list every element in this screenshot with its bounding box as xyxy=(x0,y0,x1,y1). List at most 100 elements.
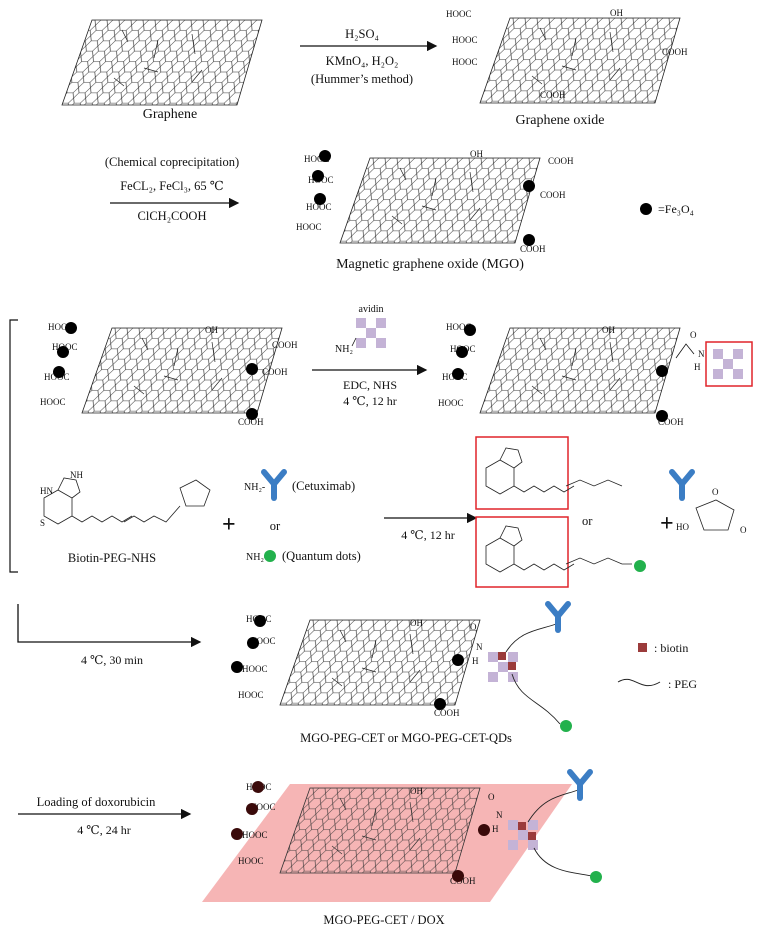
fe3o4-particle xyxy=(65,322,77,334)
fe3o4-particle xyxy=(452,654,464,666)
fe3o4-particle xyxy=(252,781,264,793)
mgo-sheet: HOOC HOOC HOOC HOOC OH COOH COOH COOH xyxy=(296,149,574,254)
fe3o4-particle xyxy=(246,408,258,420)
fe3o4-particle xyxy=(434,698,446,710)
nhs-byproduct: O O HO xyxy=(676,487,747,535)
step1-reagent-1: H₂SO₄ xyxy=(345,27,379,41)
fe3o4-legend-dot xyxy=(640,203,652,215)
mgo-avidin-sheet: HOOC HOOC HOOC HOOC OH COOH O N H xyxy=(438,322,753,427)
svg-text:HN: HN xyxy=(40,486,53,496)
qd-nh2: NH₂- xyxy=(246,552,267,563)
fe3o4-particle xyxy=(523,180,535,192)
step4-conditions: 4 ℃, 12 hr xyxy=(401,528,454,542)
mgo-label: Magnetic graphene oxide (MGO) xyxy=(336,257,524,272)
svg-text:HOOC: HOOC xyxy=(296,222,322,232)
biotin-legend-label: : biotin xyxy=(654,641,688,655)
svg-text:HOOC: HOOC xyxy=(306,202,332,212)
svg-text:COOH: COOH xyxy=(540,90,566,100)
graphene-label: Graphene xyxy=(143,107,197,122)
fe3o4-particle xyxy=(312,170,324,182)
conjugated-quantum-dot xyxy=(634,560,646,572)
or-label-2: or xyxy=(582,514,593,528)
fe3o4-particle xyxy=(231,828,243,840)
svg-text:HOOC: HOOC xyxy=(446,322,472,332)
fe3o4-particle xyxy=(247,637,259,649)
step5-conditions: 4 ℃, 30 min xyxy=(81,653,143,667)
step1-reagent-3: (Hummer’s method) xyxy=(311,72,413,86)
step1-reagent-2: KMnO₄, H₂O₂ xyxy=(326,54,399,68)
svg-text:OH: OH xyxy=(602,325,615,335)
mgo-peg-cet-dox-label: MGO-PEG-CET / DOX xyxy=(323,913,444,927)
svg-text:N: N xyxy=(698,349,705,359)
mgo-peg-cet-label: MGO-PEG-CET or MGO-PEG-CET-QDs xyxy=(300,731,512,745)
avidin-highlight-box xyxy=(705,341,753,387)
graphene-oxide-sheet: HOOC OH COOH HOOC HOOC COOH xyxy=(446,8,688,104)
cetuximab-nh2: NH₂- xyxy=(244,482,265,493)
mgo-sheet-left: HOOC HOOC HOOC HOOC OH COOH COOH COOH xyxy=(40,322,298,427)
fe3o4-particle xyxy=(246,363,258,375)
mgo-peg-cet-sheet: HOOC HOOC HOOC HOOC OH COOH O N H xyxy=(231,604,572,732)
plus-sign-2: + xyxy=(660,511,674,537)
fe3o4-particle xyxy=(57,346,69,358)
svg-text:NH: NH xyxy=(70,470,83,480)
svg-text:COOH: COOH xyxy=(658,417,684,427)
avidin-reagent xyxy=(356,318,386,348)
conjugated-cetuximab xyxy=(672,472,692,498)
fe3o4-particle xyxy=(231,661,243,673)
step6-conditions: 4 ℃, 24 hr xyxy=(77,823,130,837)
fe3o4-legend-label: =Fe₃O₄ xyxy=(658,202,694,216)
graphene-sheet xyxy=(61,19,263,106)
fe3o4-particle xyxy=(464,324,476,336)
step3-reagent-2: 4 ℃, 12 hr xyxy=(343,394,396,408)
biotin-peg-qd xyxy=(485,525,575,573)
svg-text:O: O xyxy=(488,792,495,802)
svg-text:HOOC: HOOC xyxy=(446,9,472,19)
step6-reagent: Loading of doxorubicin xyxy=(37,795,156,809)
svg-text:COOH: COOH xyxy=(548,156,574,166)
svg-text:OH: OH xyxy=(410,786,423,796)
svg-text:HOOC: HOOC xyxy=(250,802,276,812)
fe3o4-particle xyxy=(656,410,668,422)
svg-text:HOOC: HOOC xyxy=(452,57,478,67)
mgo-peg-cet-dox-sheet: HOOC HOOC HOOC HOOC OH COOH O N H xyxy=(231,772,602,886)
step5-arrow xyxy=(17,604,202,648)
svg-text:HOOC: HOOC xyxy=(40,397,66,407)
biotin-box-bottom xyxy=(475,516,569,588)
svg-text:HOOC: HOOC xyxy=(242,830,268,840)
reaction-bracket xyxy=(9,319,18,573)
svg-text:H: H xyxy=(472,656,479,666)
biotin-peg-nhs-label: Biotin-PEG-NHS xyxy=(68,551,156,565)
biotin-legend-square xyxy=(638,643,647,652)
step2-reagent-1: FeCL₂, FeCl₃, 65 ℃ xyxy=(120,179,224,193)
peg-legend-label: : PEG xyxy=(668,677,697,691)
or-label-1: or xyxy=(270,519,281,533)
svg-text:HO: HO xyxy=(676,522,689,532)
graphene-oxide-label: Graphene oxide xyxy=(515,113,604,128)
svg-text:N: N xyxy=(496,810,503,820)
svg-text:HOOC: HOOC xyxy=(452,35,478,45)
fe3o4-particle xyxy=(656,365,668,377)
svg-text:OH: OH xyxy=(610,8,623,18)
fe3o4-particle xyxy=(452,870,464,882)
svg-text:COOH: COOH xyxy=(662,47,688,57)
svg-text:HOOC: HOOC xyxy=(438,398,464,408)
fe3o4-particle xyxy=(319,150,331,162)
step2-reagent-2: ClCH₂COOH xyxy=(138,209,207,223)
biotin-peg-cetuximab xyxy=(485,447,575,495)
avidin-label: avidin xyxy=(359,304,384,315)
svg-text:S: S xyxy=(40,518,45,528)
svg-text:H: H xyxy=(492,824,499,834)
fe3o4-particle xyxy=(456,346,468,358)
svg-text:HOOC: HOOC xyxy=(304,154,330,164)
quantum-dot xyxy=(264,550,276,562)
svg-text:N: N xyxy=(476,642,483,652)
svg-text:O: O xyxy=(470,622,477,632)
svg-text:COOH: COOH xyxy=(272,340,298,350)
svg-text:HOOC: HOOC xyxy=(238,690,264,700)
svg-text:O: O xyxy=(740,525,747,535)
plus-sign-1: + xyxy=(222,512,236,538)
cetuximab-label: (Cetuximab) xyxy=(292,479,355,493)
svg-text:HOOC: HOOC xyxy=(250,636,276,646)
biotin-box-top xyxy=(475,436,569,510)
